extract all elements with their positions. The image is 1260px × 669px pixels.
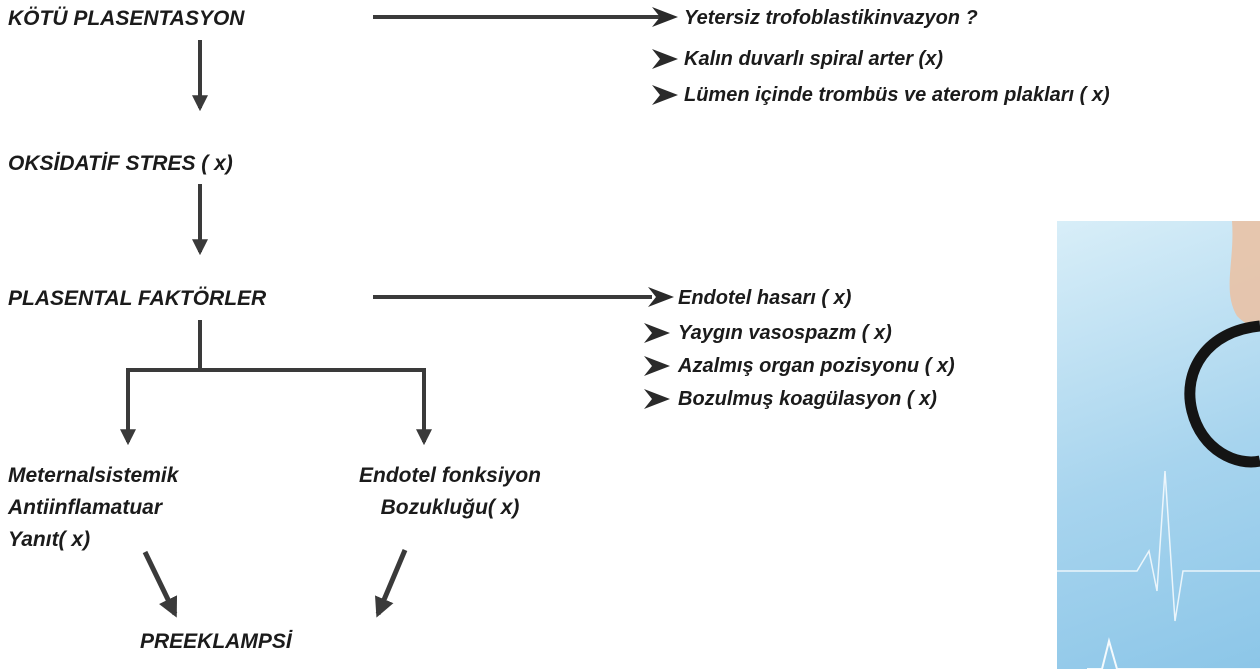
node-maternal-line: Antiinflamatuar — [8, 496, 163, 519]
arrow-maternal-preeklampsi — [142, 550, 178, 618]
branch1-item: Lümen içinde trombüs ve aterom plakları … — [684, 84, 1110, 106]
bullet-chevron — [652, 85, 678, 105]
bullet-chevron — [644, 323, 670, 343]
branch2-item: Endotel hasarı ( x) — [678, 287, 852, 309]
node-plasental-faktorler: PLASENTAL FAKTÖRLER — [8, 287, 267, 310]
branch2-item: Azalmış organ pozisyonu ( x) — [678, 355, 955, 377]
bullet-chevron — [648, 287, 674, 307]
node-endotel-line: Endotel fonksiyon — [358, 464, 541, 487]
branch1-item: Yetersiz trofoblastikinvazyon ? — [684, 7, 978, 29]
bullet-chevron — [644, 389, 670, 409]
bullet-chevron — [652, 49, 678, 69]
branch2-item: Yaygın vasospazm ( x) — [678, 322, 892, 344]
node-maternal-line: Yanıt( x) — [8, 528, 91, 551]
bullet-chevron — [652, 7, 678, 27]
node-endotel-line: Bozukluğu( x) — [380, 496, 520, 519]
node-oksidatif-stres: OKSİDATİF STRES ( x) — [8, 152, 233, 175]
node-preeklampsi: PREEKLAMPSİ — [140, 630, 292, 653]
node-kotu-plasentasyon: KÖTÜ PLASENTASYON — [8, 7, 245, 30]
node-maternal-line: Meternalsistemik — [8, 464, 179, 487]
branch1-item: Kalın duvarlı spiral arter (x) — [684, 48, 943, 70]
stethoscope-photo — [1057, 221, 1260, 669]
stethoscope-icon — [1057, 221, 1260, 669]
bullet-chevron — [644, 356, 670, 376]
branch2-item: Bozulmuş koagülasyon ( x) — [678, 388, 937, 410]
arrow-endotel-preeklampsi — [375, 549, 408, 618]
